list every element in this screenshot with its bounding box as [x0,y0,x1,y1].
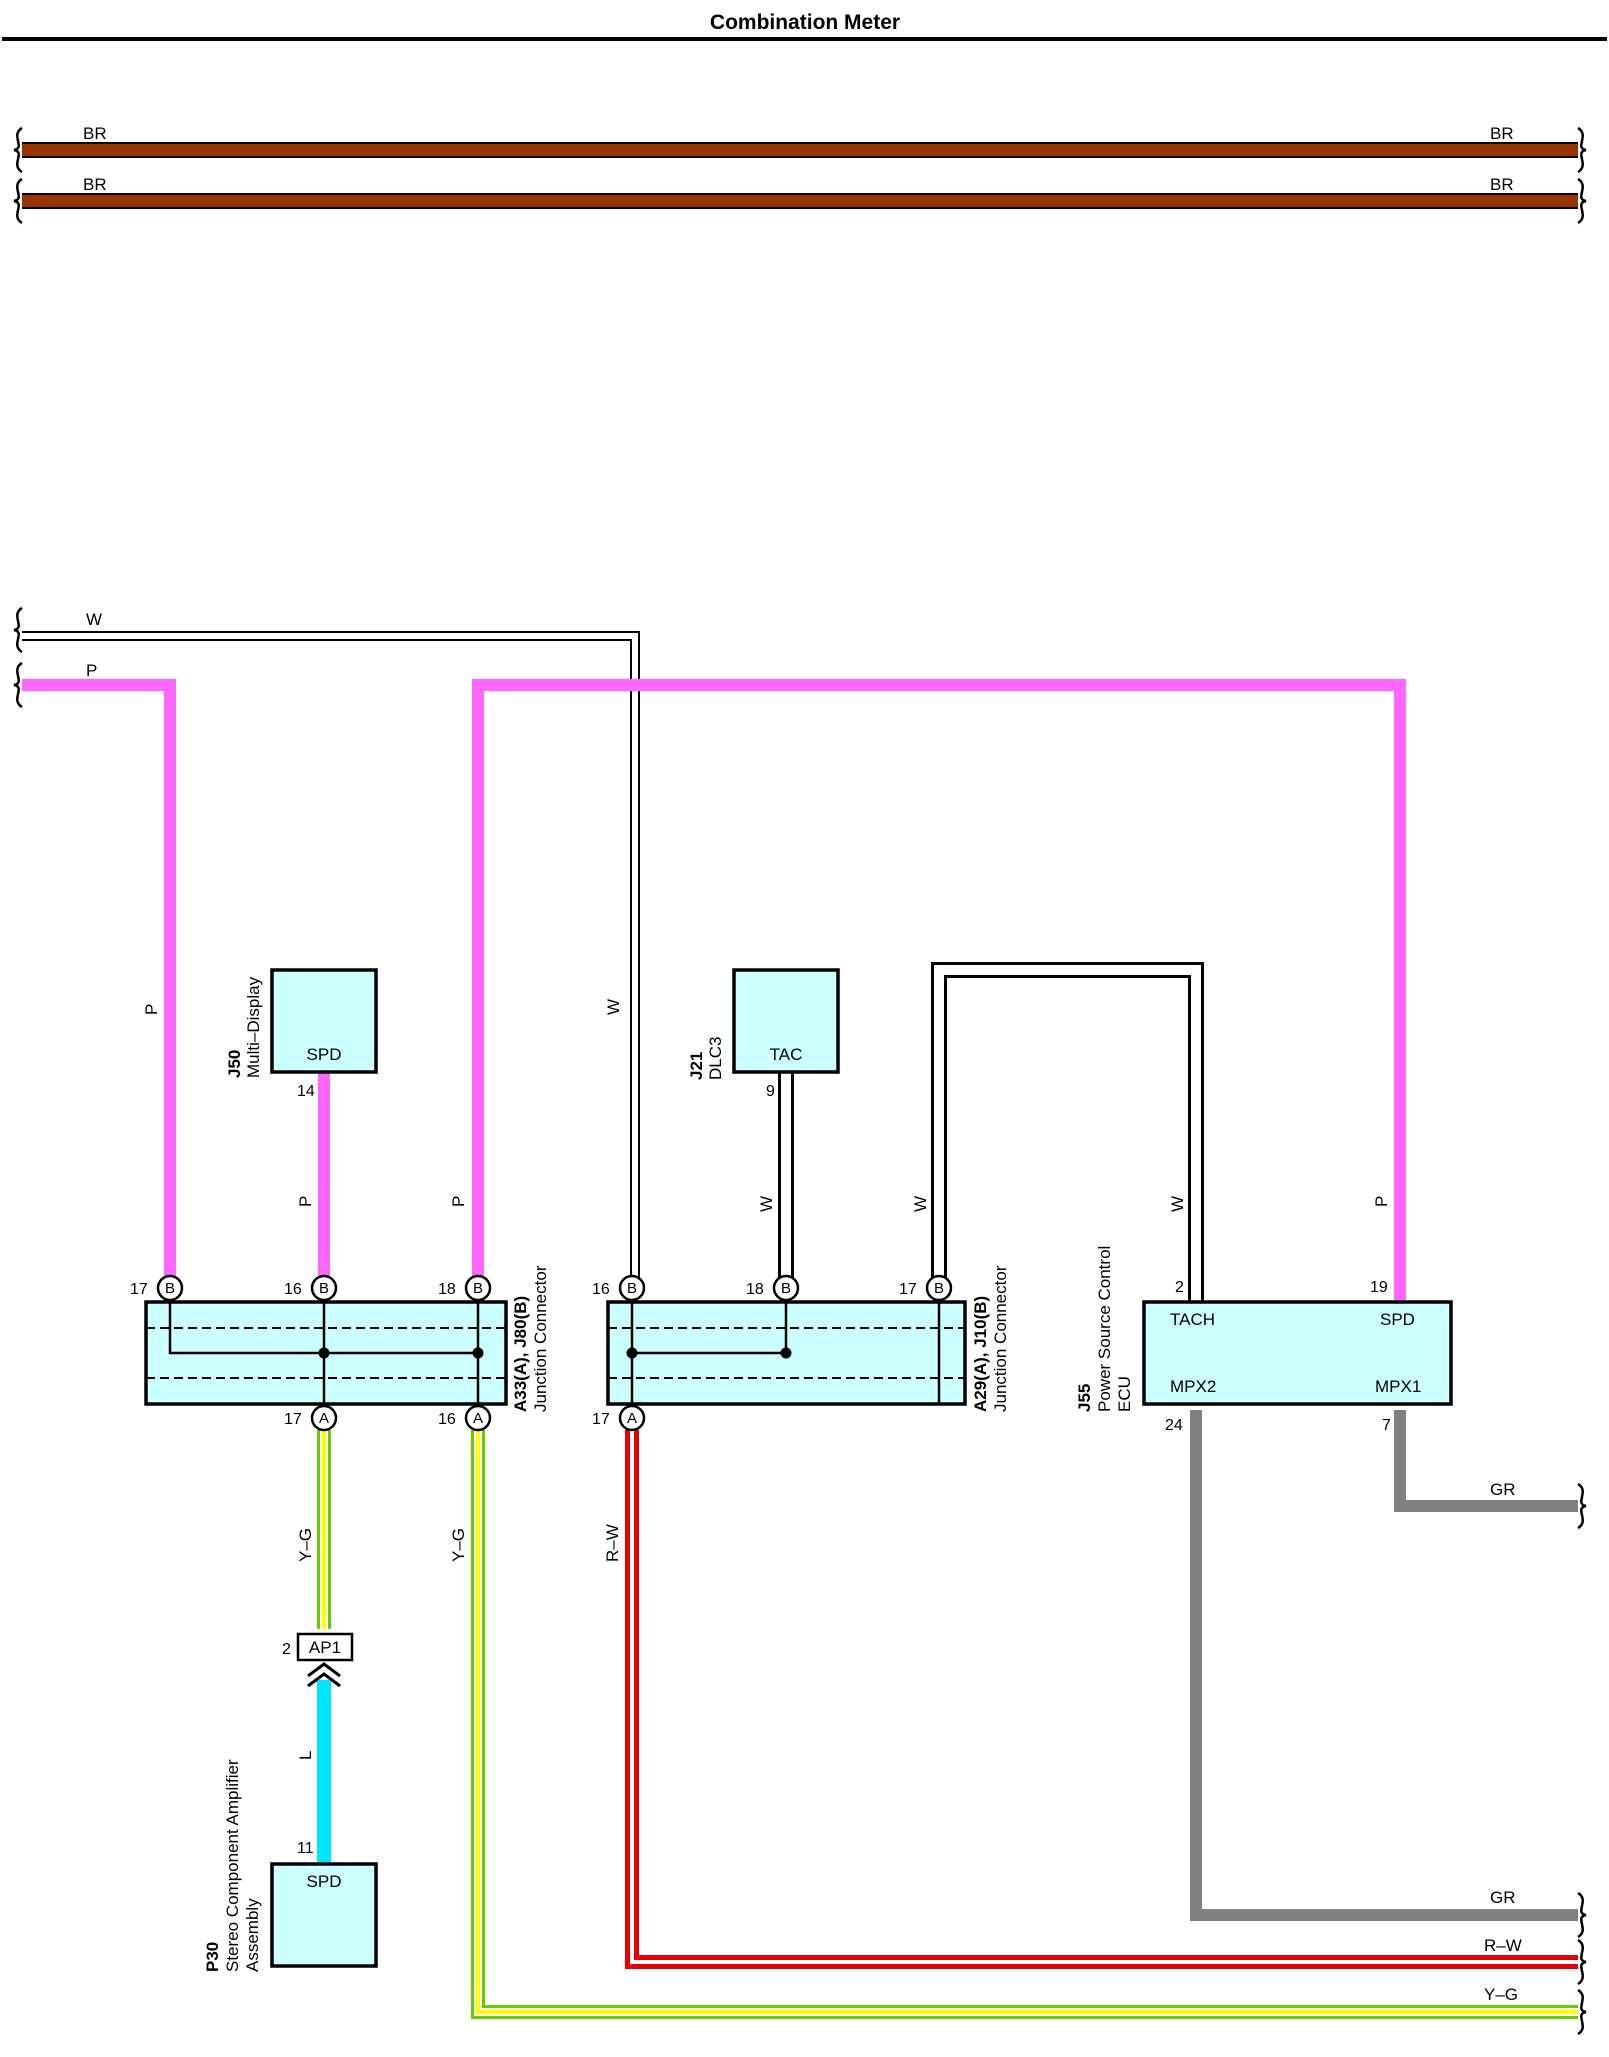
ap1-pin: 2 [282,1641,291,1658]
jc2-top-pin-3: B 17 [899,1274,953,1302]
component-j50: SPD 14 J50 Multi–Display [225,968,378,1100]
wire-label-br: BR [1490,175,1514,194]
j55-terminal-tach: TACH [1170,1310,1215,1329]
p30-name: Assembly [243,1898,262,1972]
wire-label-w: W [1168,1196,1187,1212]
pin-connector-letter: B [165,1280,175,1297]
wire-label-p: P [449,1196,468,1207]
jc1-bottom-pin-1: A 17 [284,1404,338,1432]
j55-code: J55 [1075,1384,1094,1412]
j50-code: J50 [225,1050,244,1078]
pin-number: 16 [592,1281,610,1298]
pin-connector-letter: B [627,1280,637,1297]
component-j21: TAC 9 J21 DLC3 [687,968,840,1100]
j21-code: J21 [687,1052,706,1080]
diagram-title: Combination Meter [710,11,900,34]
wire-label-l: L [296,1751,315,1760]
wire-label-yg: Y–G [296,1528,315,1562]
j55-name: ECU [1115,1376,1134,1412]
j50-terminal-spd: SPD [307,1045,342,1064]
pin-number: 17 [284,1411,302,1428]
wire-label-w: W [757,1196,776,1212]
wire-break-symbols [13,126,1587,2036]
wire-p-long [472,679,1406,1302]
j21-name: DLC3 [706,1037,725,1080]
wire-label-p: P [296,1196,315,1207]
j55-pin-tach: 2 [1175,1279,1184,1296]
wire-label-p: P [142,1004,161,1015]
wire-label-yg: Y–G [1484,1985,1518,2004]
jc2-top-pin-2: B 18 [746,1274,800,1302]
wire-yg-long [471,1430,1578,2019]
pin-number: 17 [130,1281,148,1298]
jc1-bottom-pin-2: A 16 [438,1404,492,1432]
j55-pin-spd: 19 [1370,1279,1388,1296]
pin-connector-letter: A [473,1410,483,1427]
jc1-top-pin-3: B 18 [438,1274,492,1302]
p30-pin: 11 [297,1840,314,1857]
jc1-code: A33(A), J80(B) [511,1296,530,1412]
j50-pin: 14 [297,1083,315,1100]
junction-connector-1: A33(A), J80(B) Junction Connector [144,1265,550,1412]
jc1-top-pin-2: B 16 [284,1274,338,1302]
jc2-code: A29(A), J10(B) [971,1296,990,1412]
j21-terminal-tac: TAC [770,1045,803,1064]
pin-connector-letter: A [319,1410,329,1427]
j50-name: Multi–Display [244,976,263,1078]
wire-w-main [22,631,640,1288]
p30-name: Stereo Component Amplifier [223,1759,242,1972]
wire-p-left [22,679,176,1288]
wire-label-w: W [604,999,623,1015]
pin-connector-letter: B [319,1280,329,1297]
jc2-top-pin-1: B 16 [592,1274,646,1302]
wire-label-yg: Y–G [449,1528,468,1562]
j55-terminal-spd: SPD [1380,1310,1415,1329]
junction-connector-2: A29(A), J10(B) Junction Connector [606,1265,1010,1412]
pin-number: 16 [284,1281,302,1298]
wire-label-w: W [86,610,102,629]
wire-label-gr: GR [1490,1480,1516,1499]
pin-number: 16 [438,1411,456,1428]
component-j55: TACH SPD MPX2 MPX1 2 19 24 7 J55 Power S… [1075,1246,1453,1434]
wire-gr-mpx2 [1190,1410,1578,1921]
wire-label-br: BR [83,175,107,194]
j55-terminal-mpx2: MPX2 [1170,1377,1216,1396]
pin-number: 17 [592,1411,610,1428]
pin-number: 18 [438,1281,456,1298]
ap1-code: AP1 [309,1638,341,1657]
component-p30: SPD 11 P30 Stereo Component Amplifier As… [203,1759,378,1972]
pin-number: 18 [746,1281,764,1298]
p30-code: P30 [203,1942,222,1972]
pin-connector-letter: B [473,1280,483,1297]
wire-label-gr: GR [1490,1888,1516,1907]
pin-number: 17 [899,1281,917,1298]
wire-label-p: P [1372,1196,1391,1207]
wire-gr-mpx1 [1394,1410,1578,1512]
j21-pin: 9 [766,1083,775,1100]
wire-label-p: P [86,661,97,680]
connector-ap1: AP1 2 [282,1632,354,1688]
jc1-name: Junction Connector [531,1265,550,1412]
jc2-bottom-pin-1: A 17 [592,1404,646,1432]
wire-label-br: BR [83,124,107,143]
j55-pin-mpx2: 24 [1165,1417,1183,1434]
wire-w-tach [931,962,1204,1302]
pin-connector-letter: B [781,1280,791,1297]
pin-connector-letter: A [627,1410,637,1427]
wire-label-rw: R–W [603,1524,622,1562]
j55-terminal-mpx1: MPX1 [1375,1377,1421,1396]
jc1-top-pin-1: B 17 [130,1274,184,1302]
p30-terminal-spd: SPD [307,1872,342,1891]
j55-name: Power Source Control [1095,1246,1114,1412]
wire-label-rw: R–W [1484,1936,1522,1955]
j55-pin-mpx1: 7 [1382,1417,1391,1434]
wire-rw [625,1430,1578,1969]
wire-label-w: W [911,1196,930,1212]
wire-label-br: BR [1490,124,1514,143]
pin-connector-letter: B [934,1280,944,1297]
jc2-name: Junction Connector [991,1265,1010,1412]
